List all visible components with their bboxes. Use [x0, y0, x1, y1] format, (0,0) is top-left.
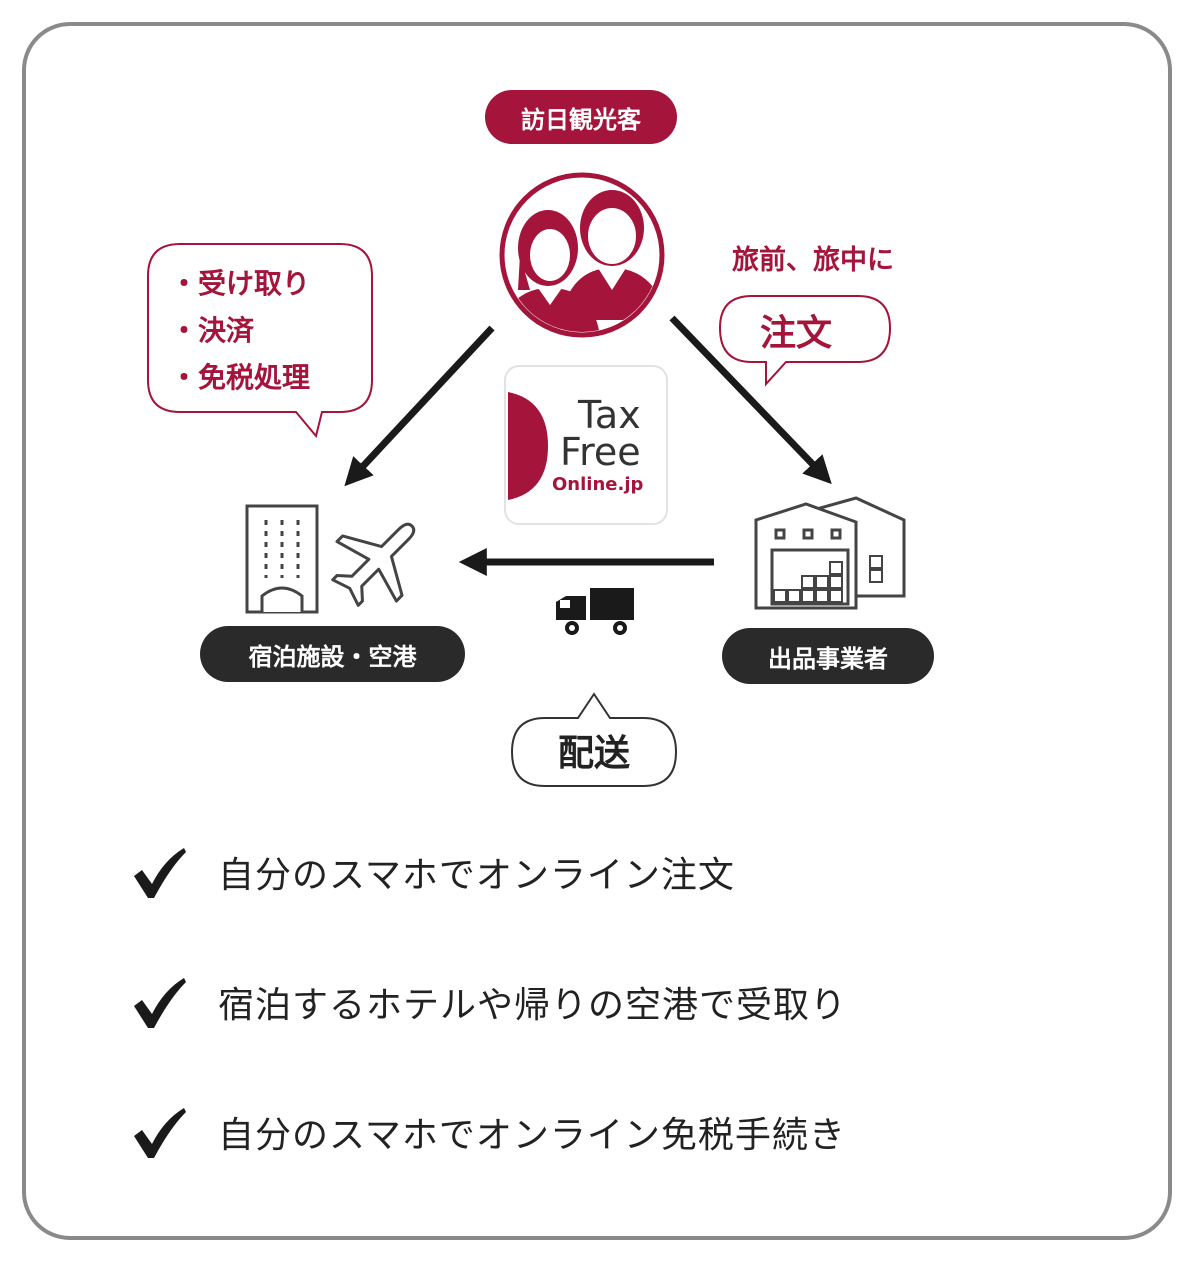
check-icon [134, 978, 186, 1028]
taxfree-logo [504, 365, 668, 525]
delivery-label: 配送 [557, 733, 630, 774]
speech-bubble-delivery [510, 692, 678, 787]
feature-text: 宿泊するホテルや帰りの空港で受取り [218, 985, 848, 1026]
truck-icon [556, 588, 634, 635]
logo-text-online: Online.jp [552, 474, 644, 495]
order-timing-caption: 旅前、旅中に [732, 245, 894, 276]
seller-label: 出品事業者 [722, 628, 934, 684]
check-icon [134, 1108, 186, 1158]
hotel-airport-label: 宿泊施設・空港 [200, 626, 465, 682]
arrow-to-hotel [344, 325, 495, 487]
order-label: 注文 [760, 313, 833, 354]
tourist-action-item: ・決済 [170, 314, 255, 347]
feature-text: 自分のスマホでオンライン注文 [218, 855, 735, 896]
speech-bubble-left [147, 243, 373, 439]
feature-item: 自分のスマホでオンライン免税手続き [128, 1100, 847, 1164]
people-icon [499, 172, 665, 338]
arrow-to-seller [669, 315, 832, 485]
tourist-action-item: ・受け取り [170, 267, 311, 300]
building-icon [245, 504, 319, 614]
tourist-actions-list: ・受け取り ・決済 ・免税処理 [170, 260, 310, 401]
logo-text-free: Free [560, 430, 641, 474]
feature-item: 宿泊するホテルや帰りの空港で受取り [128, 970, 847, 1034]
feature-item: 自分のスマホでオンライン注文 [128, 840, 847, 904]
warehouse-icon [754, 496, 906, 610]
airplane-icon [331, 522, 416, 607]
check-icon [134, 848, 186, 898]
tourists-label: 訪日観光客 [485, 90, 677, 144]
speech-bubble-right [718, 295, 892, 387]
feature-list: 自分のスマホでオンライン注文 宿泊するホテルや帰りの空港で受取り 自分のスマホで… [128, 840, 847, 1230]
logo-text-tax: Tax [578, 393, 641, 437]
feature-text: 自分のスマホでオンライン免税手続き [218, 1115, 846, 1156]
tourist-action-item: ・免税処理 [170, 361, 311, 394]
